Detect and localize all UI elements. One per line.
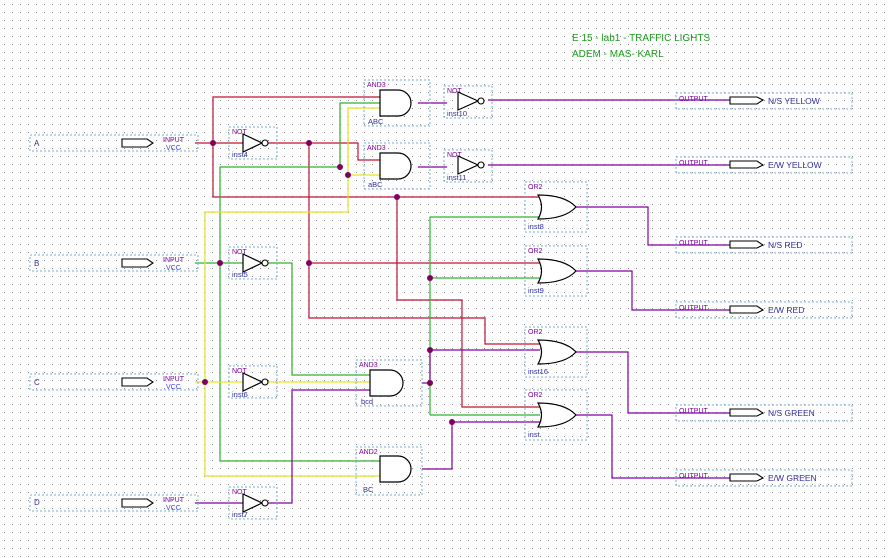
input-pin-type: INPUT [163, 137, 185, 144]
junction-dot [449, 419, 455, 425]
input-pin-name: C [34, 378, 40, 387]
title-line-2: ADEM - MAS- KARL [572, 49, 664, 60]
gate-instance-label: aBC [368, 180, 383, 189]
gate-type-label: NOT [447, 88, 463, 95]
junction-dot [217, 260, 223, 266]
junction-dot [337, 164, 343, 170]
gate-type-label: AND3 [359, 362, 378, 369]
output-pin-ew-red[interactable]: OUTPUT E/W RED [675, 301, 853, 319]
gate-type-label: NOT [232, 129, 248, 136]
input-pin-name: D [34, 498, 40, 507]
gate-instance-label: inst10 [447, 109, 467, 118]
input-pin-name: A [34, 139, 40, 148]
not-gate-inst11[interactable]: NOT inst11 [443, 149, 493, 183]
or2-gate-inst16[interactable]: OR2 inst16 [524, 326, 588, 378]
output-pin-name: E/W GREEN [768, 473, 817, 483]
junction-dot [427, 380, 433, 386]
not-gate-inst10[interactable]: NOT inst10 [443, 85, 493, 119]
output-pin-name: N/S GREEN [768, 408, 815, 418]
input-pin-type: INPUT [163, 497, 185, 504]
output-pin-name: N/S YELLOW [768, 96, 820, 106]
input-pin-b[interactable]: B INPUT VCC [29, 254, 199, 272]
input-pin-name: B [34, 259, 39, 268]
and3-gate-bcd[interactable]: AND3 bcd [355, 359, 423, 407]
output-pin-ns-yellow[interactable]: OUTPUT N/S YELLOW [675, 92, 853, 110]
gate-instance-label: bcd [361, 397, 373, 406]
output-pin-ew-yellow[interactable]: OUTPUT E/W YELLOW [675, 156, 853, 174]
gate-type-label: NOT [232, 489, 248, 496]
output-pin-type: OUTPUT [679, 305, 709, 312]
gate-instance-label: inst11 [447, 173, 466, 182]
gate-instance-label: inst5 [232, 270, 248, 279]
gate-type-label: AND2 [359, 449, 378, 456]
gate-instance-label: inst9 [528, 286, 544, 295]
junction-dot [210, 140, 216, 146]
and3-gate-abc[interactable]: AND3 ABC [363, 79, 431, 127]
input-pin-vcc: VCC [166, 505, 181, 512]
junction-dot [306, 260, 312, 266]
junction-dot [427, 275, 433, 281]
input-pin-vcc: VCC [166, 145, 181, 152]
output-pin-name: E/W RED [768, 305, 804, 315]
output-pin-name: E/W YELLOW [768, 160, 822, 170]
gate-type-label: OR2 [528, 329, 543, 336]
junction-dot [345, 172, 351, 178]
gate-type-label: OR2 [528, 184, 543, 191]
output-pin-ew-green[interactable]: OUTPUT E/W GREEN [675, 469, 853, 487]
gate-instance-label: inst16 [528, 367, 548, 376]
output-pin-type: OUTPUT [679, 408, 709, 415]
output-pin-name: N/S RED [768, 240, 802, 250]
gate-instance-label: ABC [368, 117, 384, 126]
input-pin-type: INPUT [163, 257, 185, 264]
input-pin-vcc: VCC [166, 384, 181, 391]
junctions [202, 140, 455, 425]
gate-type-label: OR2 [528, 248, 543, 255]
input-pin-type: INPUT [163, 376, 185, 383]
and2-gate-bc[interactable]: AND2 BC [355, 446, 423, 496]
not-gate-inst6[interactable]: NOT inst6 [228, 365, 278, 399]
or2-gate-inst8[interactable]: OR2 inst8 [524, 181, 588, 233]
gate-type-label: NOT [232, 368, 248, 375]
wires [195, 96, 730, 504]
gate-instance-label: inst8 [528, 222, 544, 231]
output-pin-ns-red[interactable]: OUTPUT N/S RED [675, 236, 853, 254]
output-pin-type: OUTPUT [679, 240, 709, 247]
input-pin-c[interactable]: C INPUT VCC [29, 373, 199, 391]
gate-type-label: AND3 [367, 145, 386, 152]
gate-instance-label: inst4 [232, 150, 248, 159]
gate-type-label: AND3 [367, 82, 386, 89]
or2-gate-inst9[interactable]: OR2 inst9 [524, 245, 588, 297]
input-pin-d[interactable]: D INPUT VCC [29, 494, 199, 512]
gate-instance-label: inst [528, 430, 541, 439]
output-pin-type: OUTPUT [679, 473, 709, 480]
gate-type-label: NOT [447, 152, 463, 159]
or2-gate-inst[interactable]: OR2 inst [524, 389, 588, 441]
not-gate-inst7[interactable]: NOT inst7 [228, 486, 278, 520]
input-pin-a[interactable]: A INPUT VCC [29, 134, 199, 152]
gate-type-label: OR2 [528, 392, 543, 399]
gate-instance-label: BC [363, 485, 374, 494]
gate-type-label: NOT [232, 249, 248, 256]
not-gate-inst5[interactable]: NOT inst5 [228, 246, 278, 280]
not-gate-inst4[interactable]: NOT inst4 [228, 126, 278, 160]
output-pin-type: OUTPUT [679, 96, 709, 103]
output-pin-type: OUTPUT [679, 160, 709, 167]
title-line-1: E 15 - lab1 - TRAFFIC LIGHTS [572, 33, 711, 44]
junction-dot [394, 194, 400, 200]
gate-instance-label: inst6 [232, 390, 248, 399]
gate-instance-label: inst7 [232, 510, 248, 519]
output-pin-ns-green[interactable]: OUTPUT N/S GREEN [675, 404, 853, 422]
junction-dot [202, 379, 208, 385]
junction-dot [427, 347, 433, 353]
junction-dot [306, 140, 312, 146]
input-pin-vcc: VCC [166, 265, 181, 272]
and3-gate-abc-lower[interactable]: AND3 aBC [363, 142, 431, 190]
